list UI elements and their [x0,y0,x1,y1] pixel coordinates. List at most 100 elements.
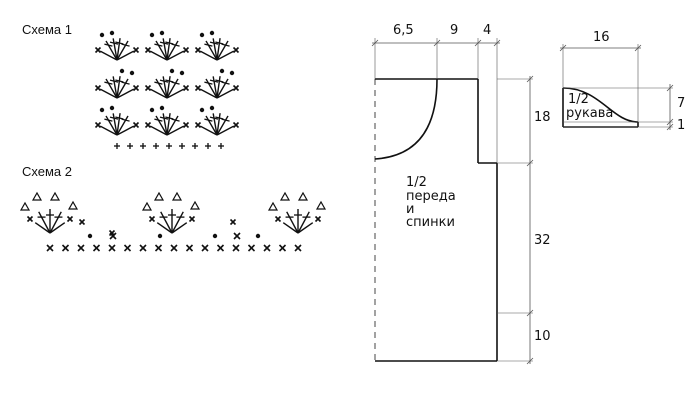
fan-stitch [171,222,188,234]
fan-stitch [171,211,184,234]
stitch-bar [209,79,219,83]
base-single-crochet [294,244,302,252]
dim-neck-width: 6,5 [393,23,414,38]
picot-triangle [141,201,153,211]
dimension-tick [526,357,534,365]
dimension-tick [493,39,501,47]
single-crochet-symbol [144,121,152,129]
chain-dot [255,233,261,239]
fan-stitch [162,76,168,99]
single-crochet-symbol [78,218,86,226]
stitch-bar [109,79,119,83]
scheme1-title: Схема 1 [22,22,72,37]
fan-stitch [166,76,171,99]
dimension-tick [371,39,379,47]
fan-stitch [166,125,185,136]
stitch-bar [159,79,169,83]
fan-stitch [49,222,66,234]
chain-dot [169,68,175,74]
chain-dot [229,70,235,76]
single-crochet-symbol [26,215,34,223]
picot-triangle [279,191,291,201]
chain-dot [149,32,155,38]
dimension-tick [474,39,482,47]
stitch-bar [121,81,130,85]
picot-triangle [31,191,43,201]
dimension-tick [559,44,567,52]
fan-stitch [212,113,218,136]
fan-stitch [116,76,121,99]
fan-stitch [216,78,229,99]
chain-dot [209,30,215,36]
dim-hem-height: 10 [534,329,551,344]
fan-stitch [116,40,129,61]
dimension-tick [526,309,534,317]
fan-stitch [166,115,179,136]
chain-dot [109,30,115,36]
fan-stitch [166,40,179,61]
stitch-bar [171,118,180,122]
chain-dot [199,32,205,38]
single-crochet-symbol [94,46,102,54]
stitch-bar [209,116,219,120]
dimension-tick [526,75,534,83]
dimension-tick [666,118,674,126]
stitch-bar [154,81,163,85]
single-crochet-symbol [132,84,140,92]
chain-dot [179,70,185,76]
fan-stitch [216,125,235,136]
fan-stitch [199,50,218,61]
dim-shoulder-width: 9 [450,23,459,38]
picot-triangle [153,191,165,201]
stitch-bar [221,81,230,85]
fan-stitch [216,88,235,99]
single-crochet-symbol [94,121,102,129]
base-single-crochet [92,244,101,252]
fan-stitch [166,50,185,61]
single-crochet-symbol [109,232,117,240]
fan-stitch [166,38,171,61]
fan-stitch [166,88,185,99]
sleeve-dim-edge: 1 [677,118,686,133]
base-single-crochet [108,244,116,252]
stitch-bar [159,41,169,45]
stitch-bar [171,81,180,85]
fan-stitch [155,115,168,136]
base-single-crochet [201,244,209,252]
body-label-fraction: 1/2 [406,175,427,190]
stitch-bar [154,118,163,122]
chain-dot [87,233,93,239]
fan-stitch [38,211,51,234]
fan-stitch [166,113,171,136]
stitch-bar [204,118,213,122]
fan-stitch [162,38,168,61]
single-crochet-symbol [144,46,152,54]
single-crochet-symbol [94,84,102,92]
sleeve-dim-cap: 7 [677,96,686,111]
chain-dot [212,233,218,239]
fan-stitch [105,78,118,99]
stitch-bar [109,41,119,45]
picot-triangle [297,191,309,201]
fan-stitch [156,222,173,234]
single-crochet-symbol [314,215,322,223]
single-crochet-symbol [194,46,202,54]
base-single-crochet [185,244,194,252]
single-crochet-symbol [232,46,240,54]
base-single-crochet [247,244,256,252]
stitch-bar [171,43,180,47]
base-single-crochet [232,244,240,252]
fan-stitch [212,38,218,61]
stitch-bar [104,43,113,47]
fan-stitch [216,50,235,61]
single-crochet-symbol [182,121,190,129]
dimension-tick [433,39,441,47]
fan-stitch [199,88,218,99]
single-crochet-symbol [182,84,190,92]
fan-stitch [205,78,218,99]
body-label-line3: спинки [406,215,455,230]
fan-stitch [205,40,218,61]
chain-dot [99,107,105,113]
fan-stitch [155,40,168,61]
base-single-crochet [46,244,54,252]
